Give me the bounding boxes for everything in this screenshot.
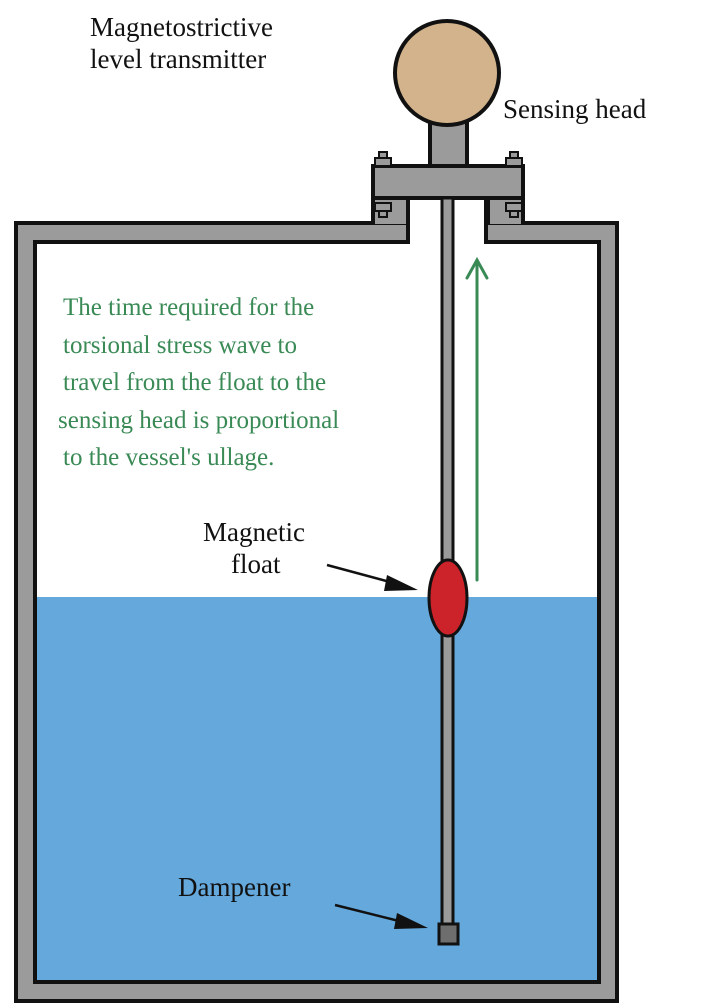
bolt-bottom-right [505,202,523,218]
bolt-top-right [505,151,523,167]
annotation-line: sensing head is proportional [58,406,340,434]
bolt-top-left [374,151,392,167]
annotation-line: torsional stress wave to [63,331,297,359]
annotation-line: to the vessel's ullage. [63,444,275,471]
annotation-line: travel from the float to the [63,369,327,396]
dampener-pointer-arrow-icon [334,903,428,929]
liquid [36,597,598,983]
dampener-label: Dampener [178,872,291,902]
float-pointer-arrow-icon [326,563,418,591]
magnetic-float-label: Magnetic float [203,516,305,580]
magnetic-float-label-line2: float [231,549,281,579]
transmitter-title: Magnetostrictive level transmitter [90,11,273,75]
dampener [437,922,460,946]
bolt-bottom-left [374,202,392,218]
wave-arrow-icon [465,256,489,582]
flange [371,164,525,200]
sensing-head-label: Sensing head [503,94,647,124]
magnetic-float [427,558,469,638]
sensing-head [393,19,501,127]
transmitter-title-line1: Magnetostrictive [90,12,273,42]
annotation-text: The time required for the torsional stre… [58,289,339,477]
annotation-line: The time required for the [63,294,315,321]
transmitter-title-line2: level transmitter [90,44,267,74]
magnetic-float-label-line1: Magnetic [203,517,305,547]
